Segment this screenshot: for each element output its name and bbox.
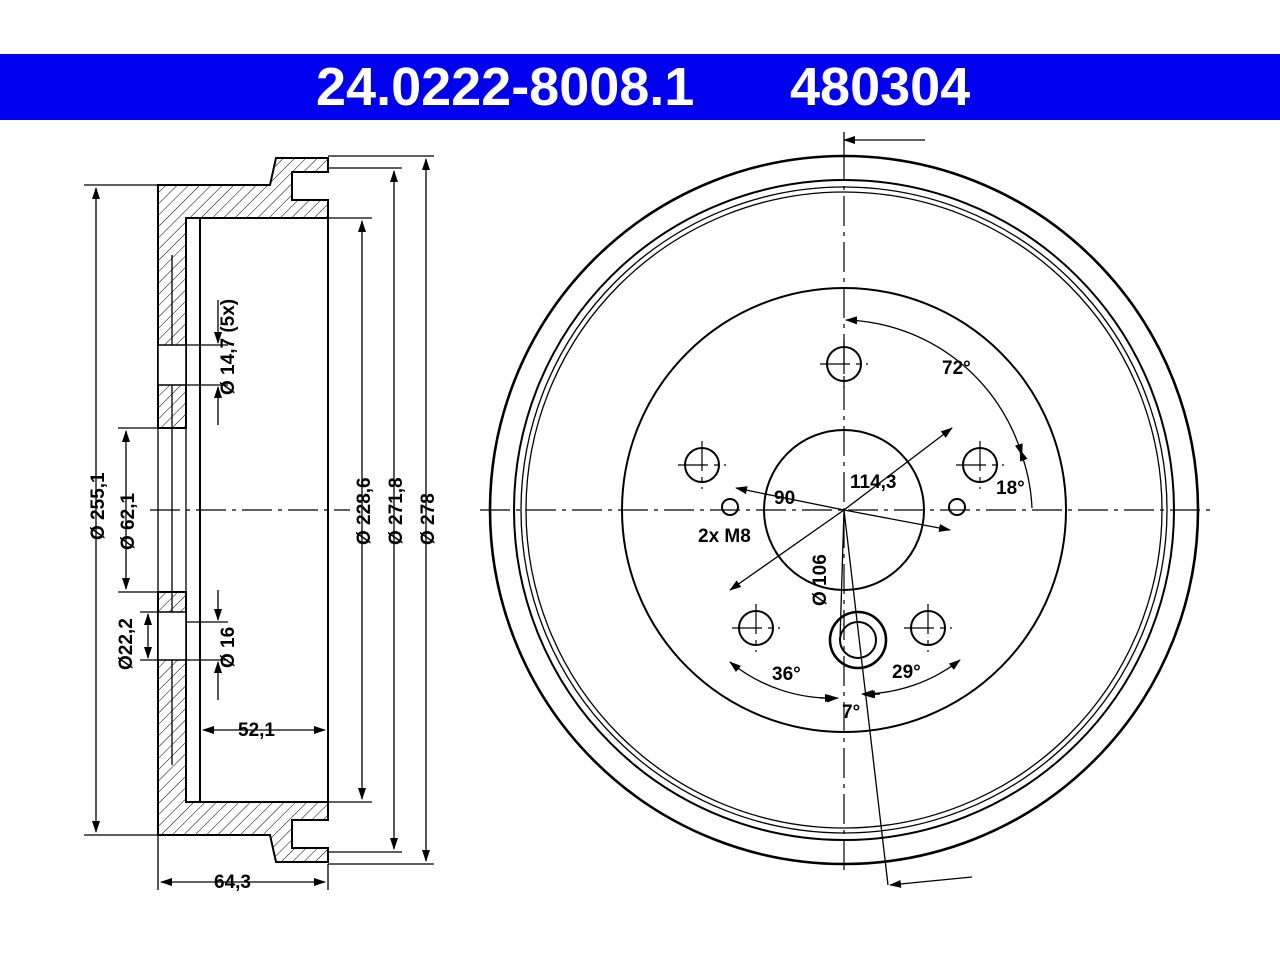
angle-arrow-7-right (863, 690, 881, 699)
dim-line-90 (735, 486, 845, 511)
dim-label-62-1: Ø 62,1 (118, 493, 139, 550)
angle-label-72: 72° (942, 358, 971, 379)
dim-label-52-1: 52,1 (238, 720, 275, 741)
threaded-hole-right (948, 498, 966, 516)
dim-line-106 (839, 509, 845, 641)
angle-label-36: 36° (772, 664, 801, 685)
pcd-line (843, 427, 953, 511)
section-hatch-top (157, 157, 329, 429)
dim-label-14-7: Ø 14,7 (5x) (218, 299, 239, 395)
pcd-label-114-3: 114,3 (850, 472, 897, 493)
dim-label-90: 90 (774, 488, 795, 509)
dim-line-90-right (843, 509, 951, 532)
reference-number: 480304 (790, 57, 971, 117)
part-number: 24.0222-8008.1 (316, 57, 695, 117)
dim-label-22-2: Ø22,2 (116, 618, 137, 670)
dim-label-278: Ø 278 (418, 493, 439, 545)
dim-label-271-8: Ø 271,8 (386, 477, 407, 545)
dim-label-255-1: Ø 255,1 (88, 472, 109, 540)
angle-label-7: 7° (842, 702, 860, 723)
pcd-line-lower (729, 509, 845, 591)
threaded-hole-left (721, 498, 739, 516)
bolt-hole-section-bottom (157, 611, 187, 661)
dim-label-64-3: 64,3 (214, 872, 251, 893)
angle-label-29: 29° (892, 662, 921, 683)
angle-arc-72 (845, 316, 1023, 456)
angle-label-18: 18° (996, 478, 1025, 499)
front-view: 72° 18° 114,3 90 2x M8 Ø 106 36° 29° 7° (480, 132, 1210, 888)
dim-label-228-6: Ø 228,6 (354, 477, 375, 545)
dim-label-106: Ø 106 (810, 554, 831, 606)
title-banner: 24.0222-8008.1 480304 (0, 54, 1280, 120)
bolt-hole-section-top (157, 344, 187, 386)
section-cut-line (843, 509, 889, 886)
section-arrow-bottom (889, 876, 973, 888)
side-section-view: Ø 255,1 Ø 62,1 Ø22,2 Ø 14,7 (5x) Ø 16 Ø … (84, 155, 439, 893)
thread-label-m8: 2x M8 (698, 526, 751, 547)
dim-label-16: Ø 16 (218, 627, 239, 668)
angle-arc-18 (1019, 449, 1033, 509)
stud-hole-outer (828, 610, 888, 670)
